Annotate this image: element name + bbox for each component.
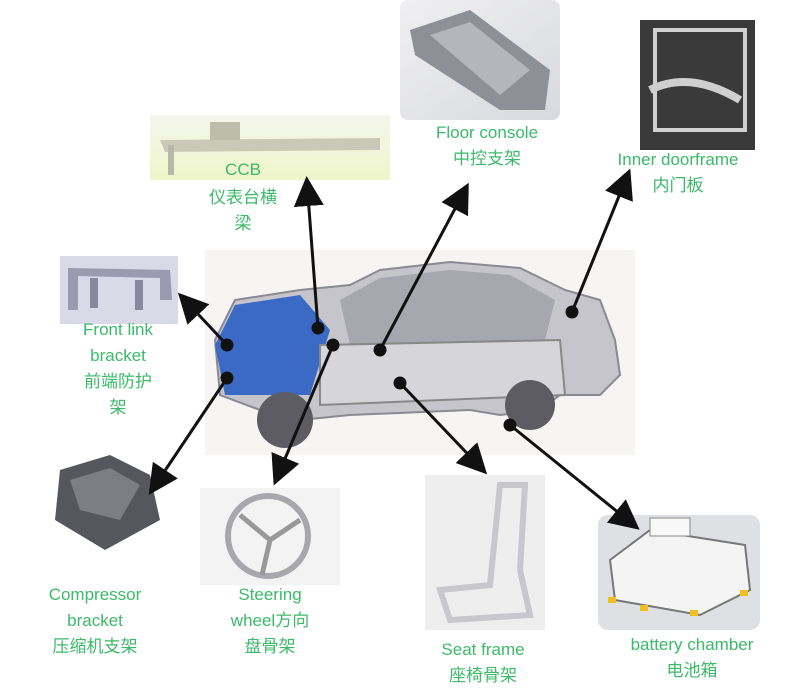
inner-doorframe-label-en: Inner doorframe [617, 150, 739, 169]
battery-label-en: battery chamber [630, 635, 754, 654]
arrow-floor-console [378, 182, 469, 351]
floor-console-label-zh: 中控支架 [453, 149, 521, 168]
leader-arrows [148, 168, 640, 530]
compressor-label-en-1: Compressor [48, 585, 142, 604]
steering-label-en-1: Steering [238, 585, 302, 604]
battery-chamber-image [598, 515, 760, 630]
compressor-label-en-2: bracket [67, 611, 123, 630]
arrow-inner-doorframe [570, 168, 633, 313]
compressor-bracket-image [55, 455, 160, 550]
battery-label-zh: 电池箱 [666, 661, 718, 680]
steering-label-en-2: wheel方向 [230, 611, 310, 630]
seat-frame-image [425, 475, 545, 630]
arrow-battery [509, 423, 640, 530]
car-body-image [205, 250, 635, 455]
inner-doorframe-image [640, 20, 755, 150]
front-link-label-en-2: bracket [90, 346, 146, 365]
floor-console-image [400, 0, 560, 120]
front-link-label-zh-2: 架 [109, 398, 127, 417]
arrow-steering [271, 344, 335, 486]
ccb-label-zh-1: 仪表台横 [209, 188, 277, 207]
seat-label-zh: 座椅骨架 [449, 666, 517, 685]
compressor-label-zh: 压缩机支架 [52, 637, 138, 656]
front-link-label-en-1: Front link [83, 320, 153, 339]
arrow-ccb [293, 176, 324, 329]
ccb-image [150, 115, 390, 180]
arrow-compressor [148, 377, 229, 495]
arrow-seat [398, 381, 488, 475]
ccb-label-zh-2: 梁 [234, 214, 252, 233]
floor-console-label-en: Floor console [435, 123, 539, 142]
steering-wheel-image [200, 488, 340, 585]
steering-label-zh: 盘骨架 [244, 637, 296, 656]
seat-label-en: Seat frame [441, 640, 525, 659]
front-link-label-zh-1: 前端防护 [84, 372, 152, 391]
arrow-front-link [177, 292, 229, 347]
front-link-bracket-image [60, 256, 178, 324]
ccb-label-en: CCB [225, 160, 261, 179]
inner-doorframe-label-zh: 内门板 [652, 176, 704, 195]
